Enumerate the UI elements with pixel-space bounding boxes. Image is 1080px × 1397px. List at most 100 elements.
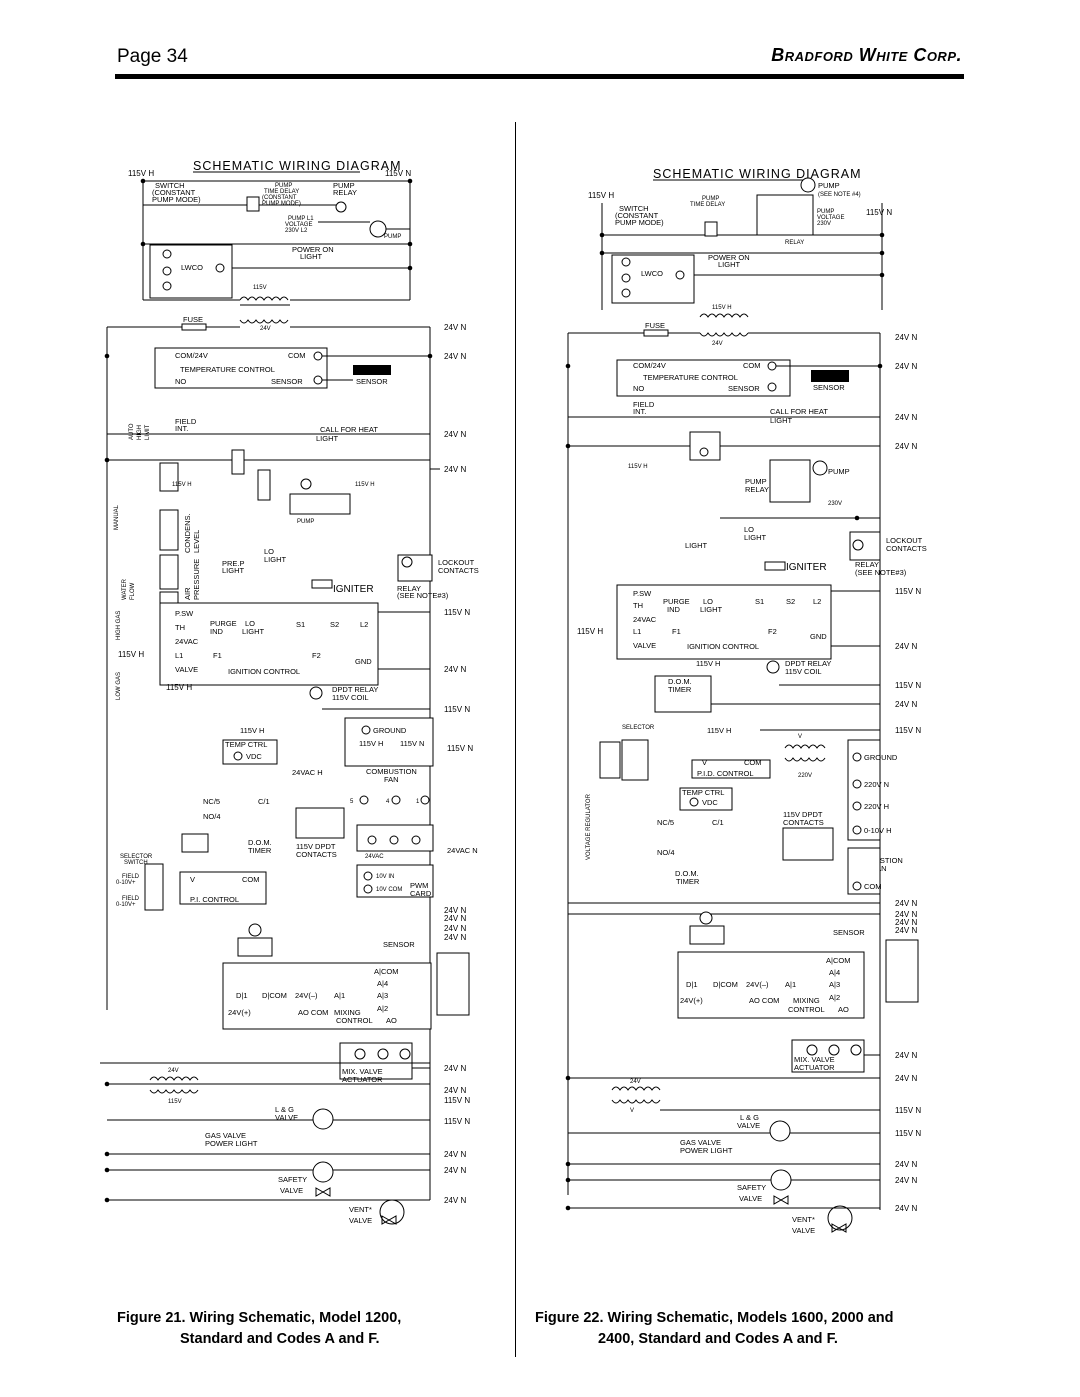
right-int-label: INT. xyxy=(633,407,646,416)
right-igniter-label: IGNITER xyxy=(786,562,827,573)
right-vdc-label: VDC xyxy=(702,798,718,807)
left-lwco-label: LWCO xyxy=(181,263,203,272)
right-24v-n-2: 24V N xyxy=(895,362,917,371)
left-c1-label: C/1 xyxy=(258,797,270,806)
left-psw-label: P.SW xyxy=(175,609,194,618)
right-230v-label: 230V xyxy=(817,221,831,227)
right-c1-label: C/1 xyxy=(712,818,724,827)
right-timedelay-label: TIME DELAY xyxy=(690,202,725,208)
left-int-label: INT. xyxy=(175,424,188,433)
left-115v-h: 115V H xyxy=(128,169,154,178)
right-ground-label: GROUND xyxy=(864,753,898,762)
right-dom-label: D.O.M. xyxy=(668,677,692,686)
svg-text:24VAC: 24VAC xyxy=(365,854,384,860)
right-light3-label: LIGHT xyxy=(700,605,723,614)
left-10vin-label: 10V IN xyxy=(376,874,394,880)
left-air-label: AIR xyxy=(183,587,192,600)
right-24vm-label: 24V(–) xyxy=(746,980,769,989)
left-sensorbar-label: SENSOR xyxy=(356,377,388,386)
right-relay-2-label: RELAY xyxy=(745,485,769,494)
header-rule xyxy=(115,74,964,79)
right-24v-n-6: 24V N xyxy=(895,700,917,709)
right-mixing-label: MIXING xyxy=(793,996,820,1005)
left-l1-label: L1 xyxy=(175,651,183,660)
left-10vcom-label: 10V COM xyxy=(376,887,402,893)
left-actuator-label: ACTUATOR xyxy=(342,1075,383,1084)
right-24v-n-15: 24V N xyxy=(895,1204,917,1213)
left-24v-n-8: 24V N xyxy=(444,924,466,933)
right-115v-n-3: 115V N xyxy=(895,681,921,690)
right-115v-n-4: 115V N xyxy=(895,726,921,735)
right-com-label: COM xyxy=(743,361,761,370)
left-115v-n-3: 115V N xyxy=(444,705,470,714)
left-pumprelay-label: PUMP xyxy=(333,181,355,190)
left-vent-label: VENT* xyxy=(349,1205,372,1214)
left-f1-label: F1 xyxy=(213,651,222,660)
left-light-label: LIGHT xyxy=(300,252,323,261)
right-115v-xfmr2: V xyxy=(630,1108,634,1114)
left-a3-label: A|3 xyxy=(377,991,388,1000)
right-poweron-label: POWER ON xyxy=(708,253,750,262)
left-schematic: SCHEMATIC WIRING DIAGRAM 115V H 115V N S… xyxy=(100,159,479,1225)
left-voltage-label: VOLTAGE xyxy=(285,222,312,228)
right-lwco-label: LWCO xyxy=(641,269,663,278)
right-010vh-label: 0-10V H xyxy=(864,826,892,835)
column-divider xyxy=(515,122,516,1357)
left-condens-label: CONDENS. xyxy=(183,513,192,553)
right-24v-n-5: 24V N xyxy=(895,642,917,651)
left-115v-xfmr: 115V xyxy=(253,285,267,291)
left-com24-label: COM/24V xyxy=(175,351,208,360)
right-schematic: SCHEMATIC WIRING DIAGRAM 115V H 115V N S… xyxy=(565,167,927,1235)
left-24v-n-12: 24V N xyxy=(444,1150,466,1159)
right-ao-label: AO xyxy=(838,1005,849,1014)
left-115v-n-4: 115V N xyxy=(447,744,473,753)
figure-21-caption: Figure 21. Wiring Schematic, Model 1200,… xyxy=(117,1308,497,1350)
right-230v-2-label: 230V xyxy=(828,501,842,507)
right-220vh-label: 220V H xyxy=(864,802,889,811)
right-115v-sm: V xyxy=(798,734,802,740)
right-24v-n-8: 24V N xyxy=(895,910,917,919)
left-mixing-label: MIXING xyxy=(334,1008,361,1017)
left-pumpmode2-label: PUMP MODE) xyxy=(262,201,301,207)
right-aocom-label: AO COM xyxy=(749,996,779,1005)
left-contacts-label: CONTACTS xyxy=(438,566,479,575)
left-field-label: FIELD xyxy=(175,417,197,426)
left-com-label: COM xyxy=(288,351,306,360)
left-acom-label: A|COM xyxy=(374,967,398,976)
left-24v-n-5: 24V N xyxy=(444,665,466,674)
left-24v-n-4: 24V N xyxy=(444,465,466,474)
left-tempctrl2-label: TEMP CTRL xyxy=(225,740,267,749)
left-115vh-5: 115V H xyxy=(359,739,383,748)
left-selector-label: SELECTOR xyxy=(120,854,153,860)
left-230v-label: 230V L2 xyxy=(285,228,308,234)
right-coil-label: 115V COIL xyxy=(785,667,822,676)
left-s1-label: S1 xyxy=(296,620,305,629)
left-note3-label: (SEE NOTE#3) xyxy=(397,591,449,600)
right-115vh-sw: 115V H xyxy=(628,464,648,470)
left-pump-label: PUMP xyxy=(384,234,401,240)
right-sensor-label: SENSOR xyxy=(728,384,760,393)
left-water-label: WATER xyxy=(122,578,128,600)
left-no4-label: NO/4 xyxy=(203,812,221,821)
left-coil-label: 115V COIL xyxy=(332,693,369,702)
left-fuse-label: FUSE xyxy=(183,315,203,324)
left-v010-label: 0-10V+ xyxy=(116,880,136,886)
right-115v-n: 115V N xyxy=(866,208,892,217)
left-gnd-label: GND xyxy=(355,657,372,666)
right-th-label: TH xyxy=(633,601,643,610)
left-field2-label: FIELD xyxy=(122,874,140,880)
right-pumptd-label: PUMP xyxy=(702,196,719,202)
right-purge-label: PURGE xyxy=(663,597,690,606)
left-24v-n-14: 24V N xyxy=(444,1196,466,1205)
right-nc5-label: NC/5 xyxy=(657,818,674,827)
left-a2-label: A|2 xyxy=(377,1004,388,1013)
right-lo-label: LO xyxy=(744,525,754,534)
left-24v-xfmr2: 24V xyxy=(168,1068,179,1074)
right-timer2-label: TIMER xyxy=(676,877,700,886)
right-tempctrl-label: TEMPERATURE CONTROL xyxy=(643,373,738,382)
left-s2-label: S2 xyxy=(330,620,339,629)
left-tempctrl-label: TEMPERATURE CONTROL xyxy=(180,365,275,374)
figure-21-caption-line2: Standard and Codes A and F. xyxy=(180,1331,380,1347)
left-gasvalve-label: GAS VALVE xyxy=(205,1131,246,1140)
figure-22-caption-line2: 2400, Standard and Codes A and F. xyxy=(598,1331,838,1347)
